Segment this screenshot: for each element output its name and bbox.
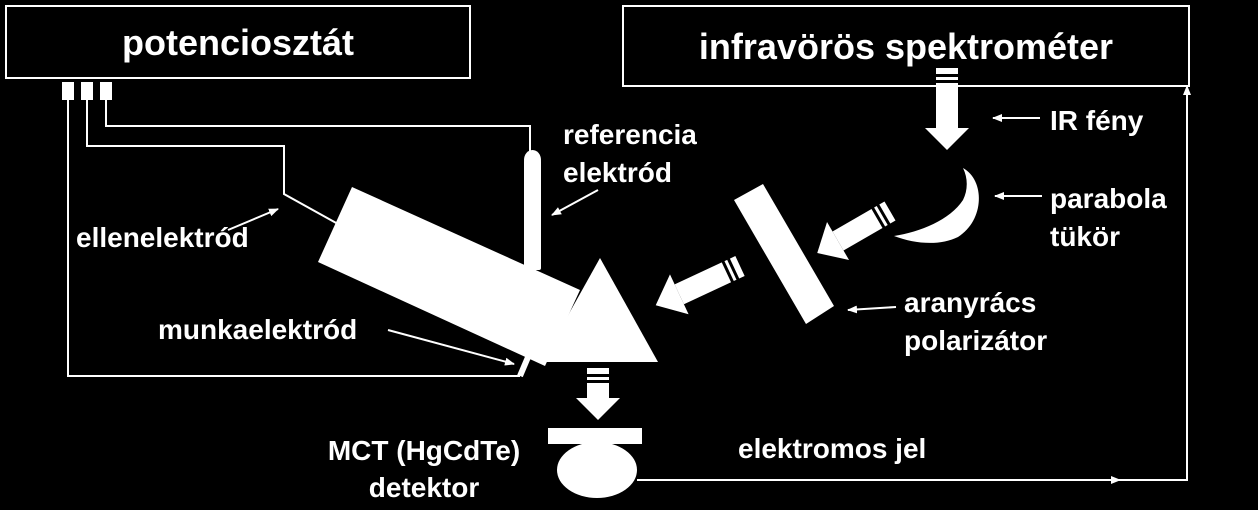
terminal-2 [81, 82, 93, 100]
working-electrode-label: munkaelektród [158, 314, 357, 345]
terminal-1 [62, 82, 74, 100]
detector-label-line2: detektor [369, 472, 480, 503]
atr-prism [542, 258, 658, 362]
reference-electrode [524, 150, 541, 270]
working-wire [67, 100, 520, 377]
electrochemical-cell [318, 187, 580, 366]
parabolic-mirror [894, 168, 979, 243]
spectrometer-box: infravörös spektrométer [622, 5, 1190, 87]
counter-electrode-pointer [227, 208, 279, 231]
ir-beam-arrow-mirror-to-polarizer [817, 201, 896, 261]
detector-label-line1: MCT (HgCdTe) [328, 435, 520, 466]
polarizer-pointer [847, 305, 897, 314]
counter-wire [86, 100, 339, 225]
detector-body [557, 442, 637, 498]
reference-wire [105, 100, 531, 152]
working-electrode-pointer [387, 329, 515, 366]
potentiostat-terminals [62, 82, 112, 100]
parabola-label-line2: tükör [1050, 221, 1120, 252]
mct-detector [548, 428, 642, 498]
potentiostat-label: potenciosztát [122, 22, 354, 63]
ir-beam-arrow-to-detector [576, 368, 620, 420]
gold-grid-polarizer [734, 184, 834, 324]
working-electrode [517, 308, 551, 378]
detector-window [548, 428, 642, 444]
reference-label-line2: elektród [563, 157, 672, 188]
electric-signal-return [1120, 85, 1191, 481]
polarizer-label-line2: polarizátor [904, 325, 1047, 356]
spectrometer-label: infravörös spektrométer [699, 26, 1113, 67]
polarizer-label-line1: aranyrács [904, 287, 1036, 318]
reference-pointer [551, 189, 599, 216]
counter-electrode-label: ellenelektród [76, 222, 249, 253]
ir-beam-arrow-polarizer-to-prism [655, 256, 745, 315]
ir-light-label: IR fény [1050, 105, 1144, 136]
terminal-3 [100, 82, 112, 100]
ir-beam-arrow-down [925, 68, 969, 150]
potentiostat-box: potenciosztát [5, 5, 471, 79]
electric-signal-label: elektromos jel [738, 433, 926, 464]
parabola-label-line1: parabola [1050, 183, 1167, 214]
reference-label-line1: referencia [563, 119, 697, 150]
